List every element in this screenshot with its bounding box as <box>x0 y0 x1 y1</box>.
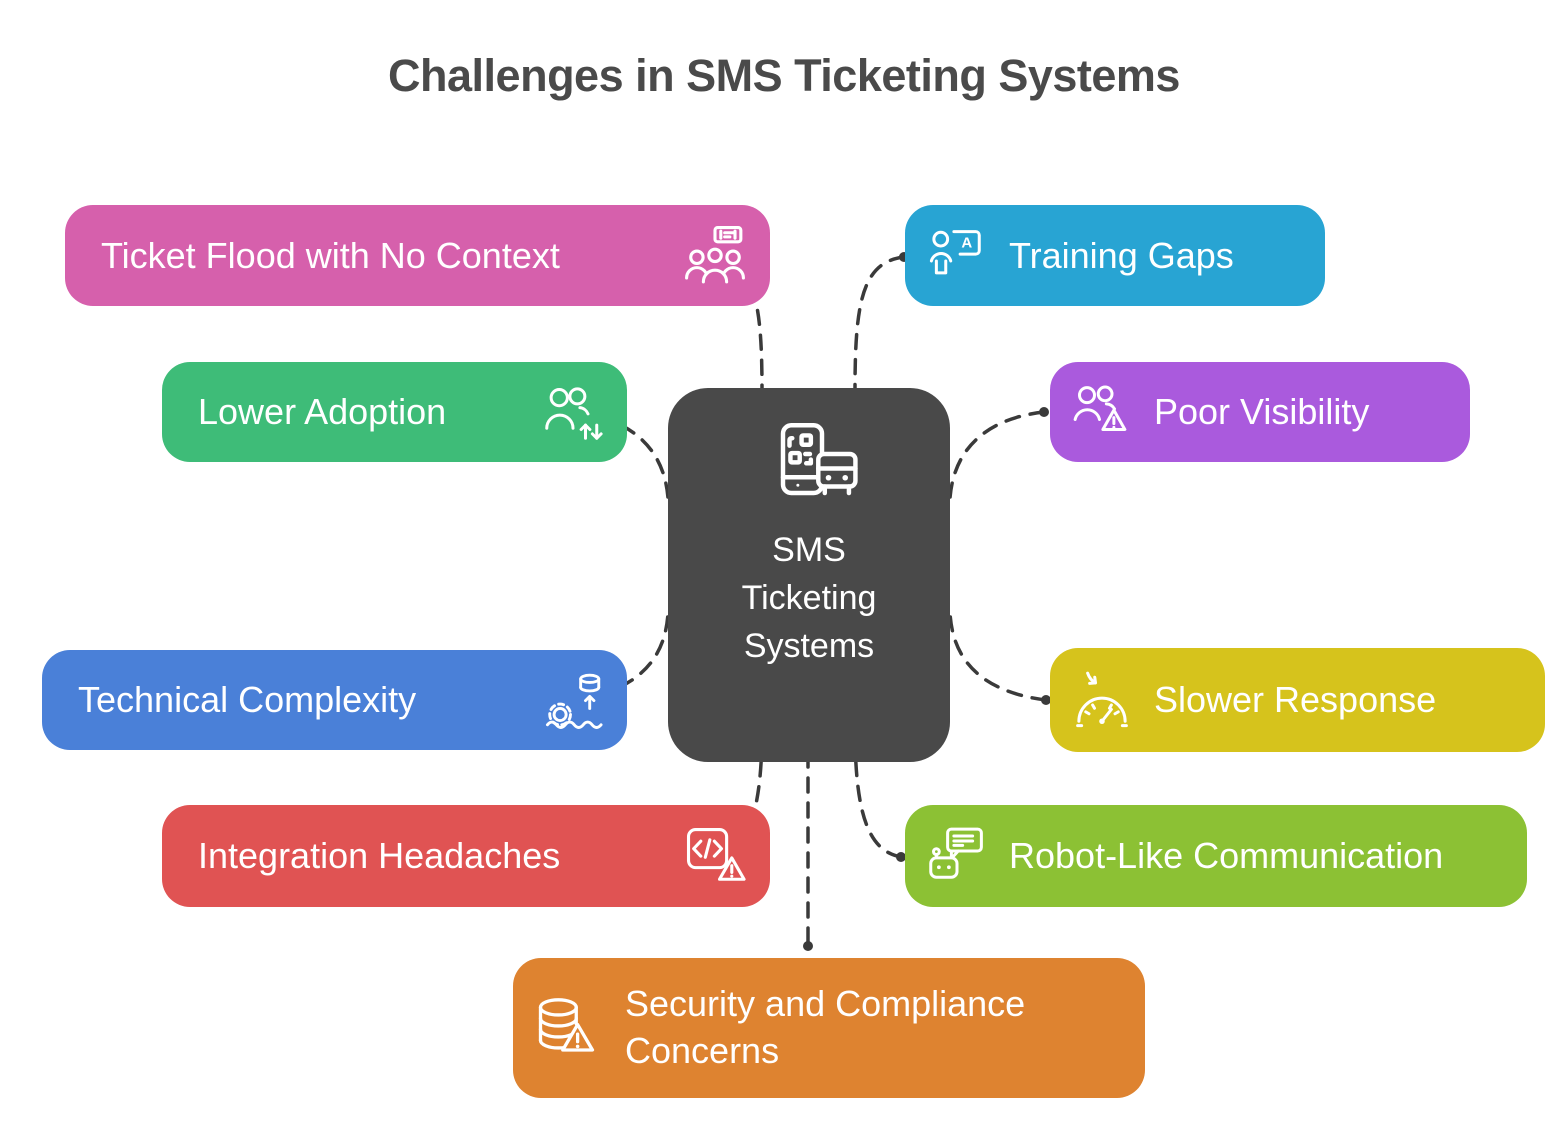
connector-robot-communication <box>853 726 903 859</box>
connector-dot-security-compliance <box>803 941 813 951</box>
node-training-gaps: A Training Gaps <box>905 205 1325 306</box>
phone-qr-bus-icon <box>757 422 861 512</box>
node-technical-complexity: Technical Complexity <box>42 650 627 750</box>
trainer-board-icon: A <box>927 226 987 286</box>
node-integration-headaches: Integration Headaches <box>162 805 770 907</box>
center-node-label: SMS Ticketing Systems <box>741 531 877 665</box>
page-title: Challenges in SMS Ticketing Systems <box>388 50 1180 101</box>
users-alert-icon <box>1072 382 1132 442</box>
robot-chat-icon <box>927 826 987 886</box>
node-label-lower-adoption: Lower Adoption <box>198 391 447 433</box>
node-ticket-flood: Ticket Flood with No Context <box>65 205 770 306</box>
code-alert-icon <box>684 825 746 887</box>
node-label-training-gaps: Training Gaps <box>1009 234 1234 276</box>
svg-text:A: A <box>961 234 972 251</box>
center-node-sms-ticketing: SMS Ticketing Systems <box>668 388 950 762</box>
node-label-slower-response: Slower Response <box>1154 679 1437 721</box>
node-poor-visibility: Poor Visibility <box>1050 362 1470 462</box>
connector-poor-visibility <box>948 410 1046 500</box>
node-label-poor-visibility: Poor Visibility <box>1154 391 1370 433</box>
connector-training-gaps <box>853 255 906 392</box>
node-robot-communication: Robot-Like Communication <box>905 805 1527 907</box>
node-label-ticket-flood: Ticket Flood with No Context <box>101 234 560 276</box>
connector-dot-slower-response <box>1041 695 1051 705</box>
node-label-robot-communication: Robot-Like Communication <box>1009 835 1444 877</box>
users-updown-icon <box>543 382 603 442</box>
ticket-crowd-icon <box>684 225 746 287</box>
connector-technical-complexity <box>570 611 670 702</box>
gauge-arrow-icon <box>1072 670 1132 730</box>
node-label-technical-complexity: Technical Complexity <box>78 679 417 721</box>
node-lower-adoption: Lower Adoption <box>162 362 627 462</box>
node-label-security-compliance: Security and Compliance Concerns <box>625 983 1026 1071</box>
connector-dot-poor-visibility <box>1039 407 1049 417</box>
database-alert-icon <box>535 995 601 1061</box>
node-label-integration-headaches: Integration Headaches <box>198 835 561 877</box>
connector-slower-response <box>948 611 1048 702</box>
connector-dot-robot-communication <box>896 852 906 862</box>
node-security-compliance: Security and Compliance Concerns <box>513 958 1145 1098</box>
gear-database-icon <box>545 671 603 729</box>
node-slower-response: Slower Response <box>1050 648 1545 752</box>
